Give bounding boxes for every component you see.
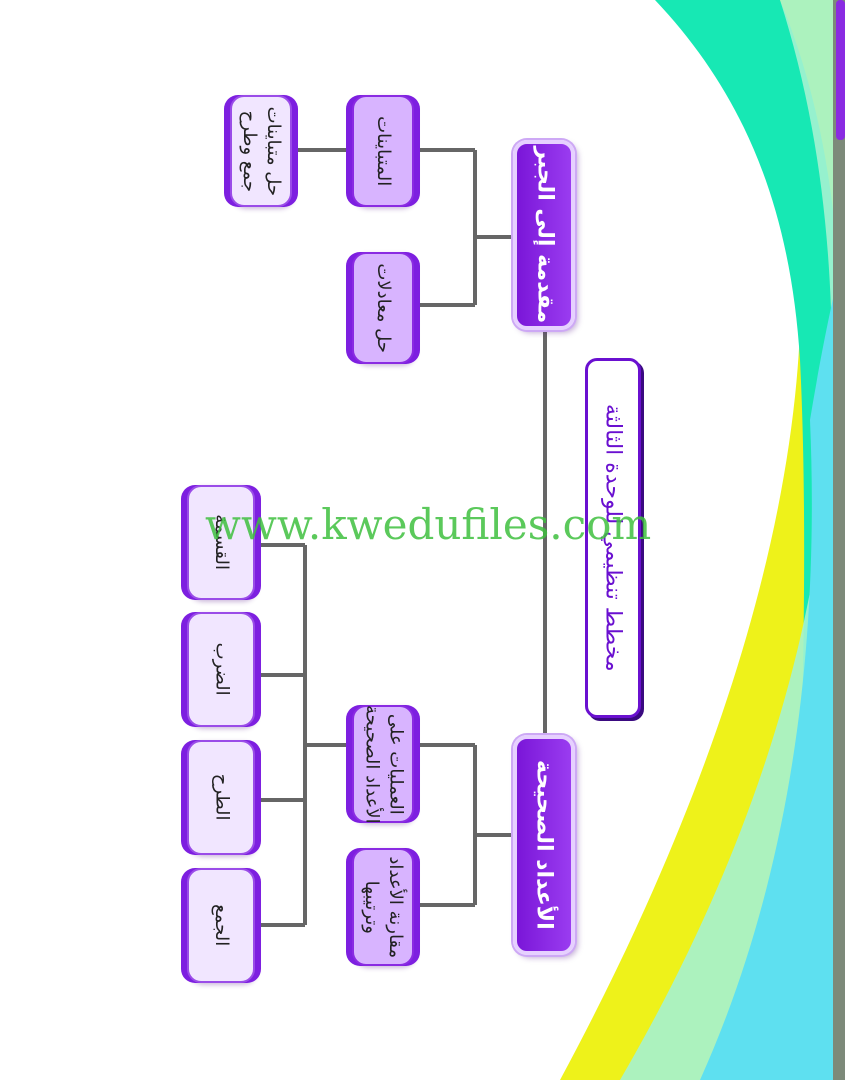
- right-edge-purple-tab: [836, 0, 845, 140]
- node-inequalities: المتباينات: [352, 95, 414, 207]
- right-edge-bar: [833, 0, 845, 1080]
- leaf-subtraction: الطرح: [187, 740, 255, 855]
- line-1: العمليات على: [385, 713, 407, 815]
- leaf-multiplication: الضرب: [187, 612, 255, 727]
- branch-algebra-intro: مقدمة إلى الجبر: [513, 140, 575, 330]
- line-2: الأعداد الصحيحة: [361, 704, 383, 824]
- line-2: وترتيبها: [361, 880, 382, 934]
- node-solve-equations: حل معادلات: [352, 252, 414, 364]
- diagram-title: مخطط تنظيمي للوحدة الثالثة: [585, 358, 641, 718]
- line-2: جمع وطرح: [239, 110, 260, 192]
- leaf-addition: الجمع: [187, 868, 255, 983]
- teal-swoosh: [655, 0, 845, 1080]
- watermark-text: www.kwedufiles.com: [205, 500, 652, 549]
- cyan-swoosh: [700, 250, 845, 1080]
- line-1: حل متباينات: [263, 106, 285, 196]
- leaf-division: القسمة: [187, 485, 255, 600]
- line-1: مقارنة الأعداد: [385, 856, 407, 958]
- branch-integers: الأعداد الصحيحة: [513, 735, 575, 955]
